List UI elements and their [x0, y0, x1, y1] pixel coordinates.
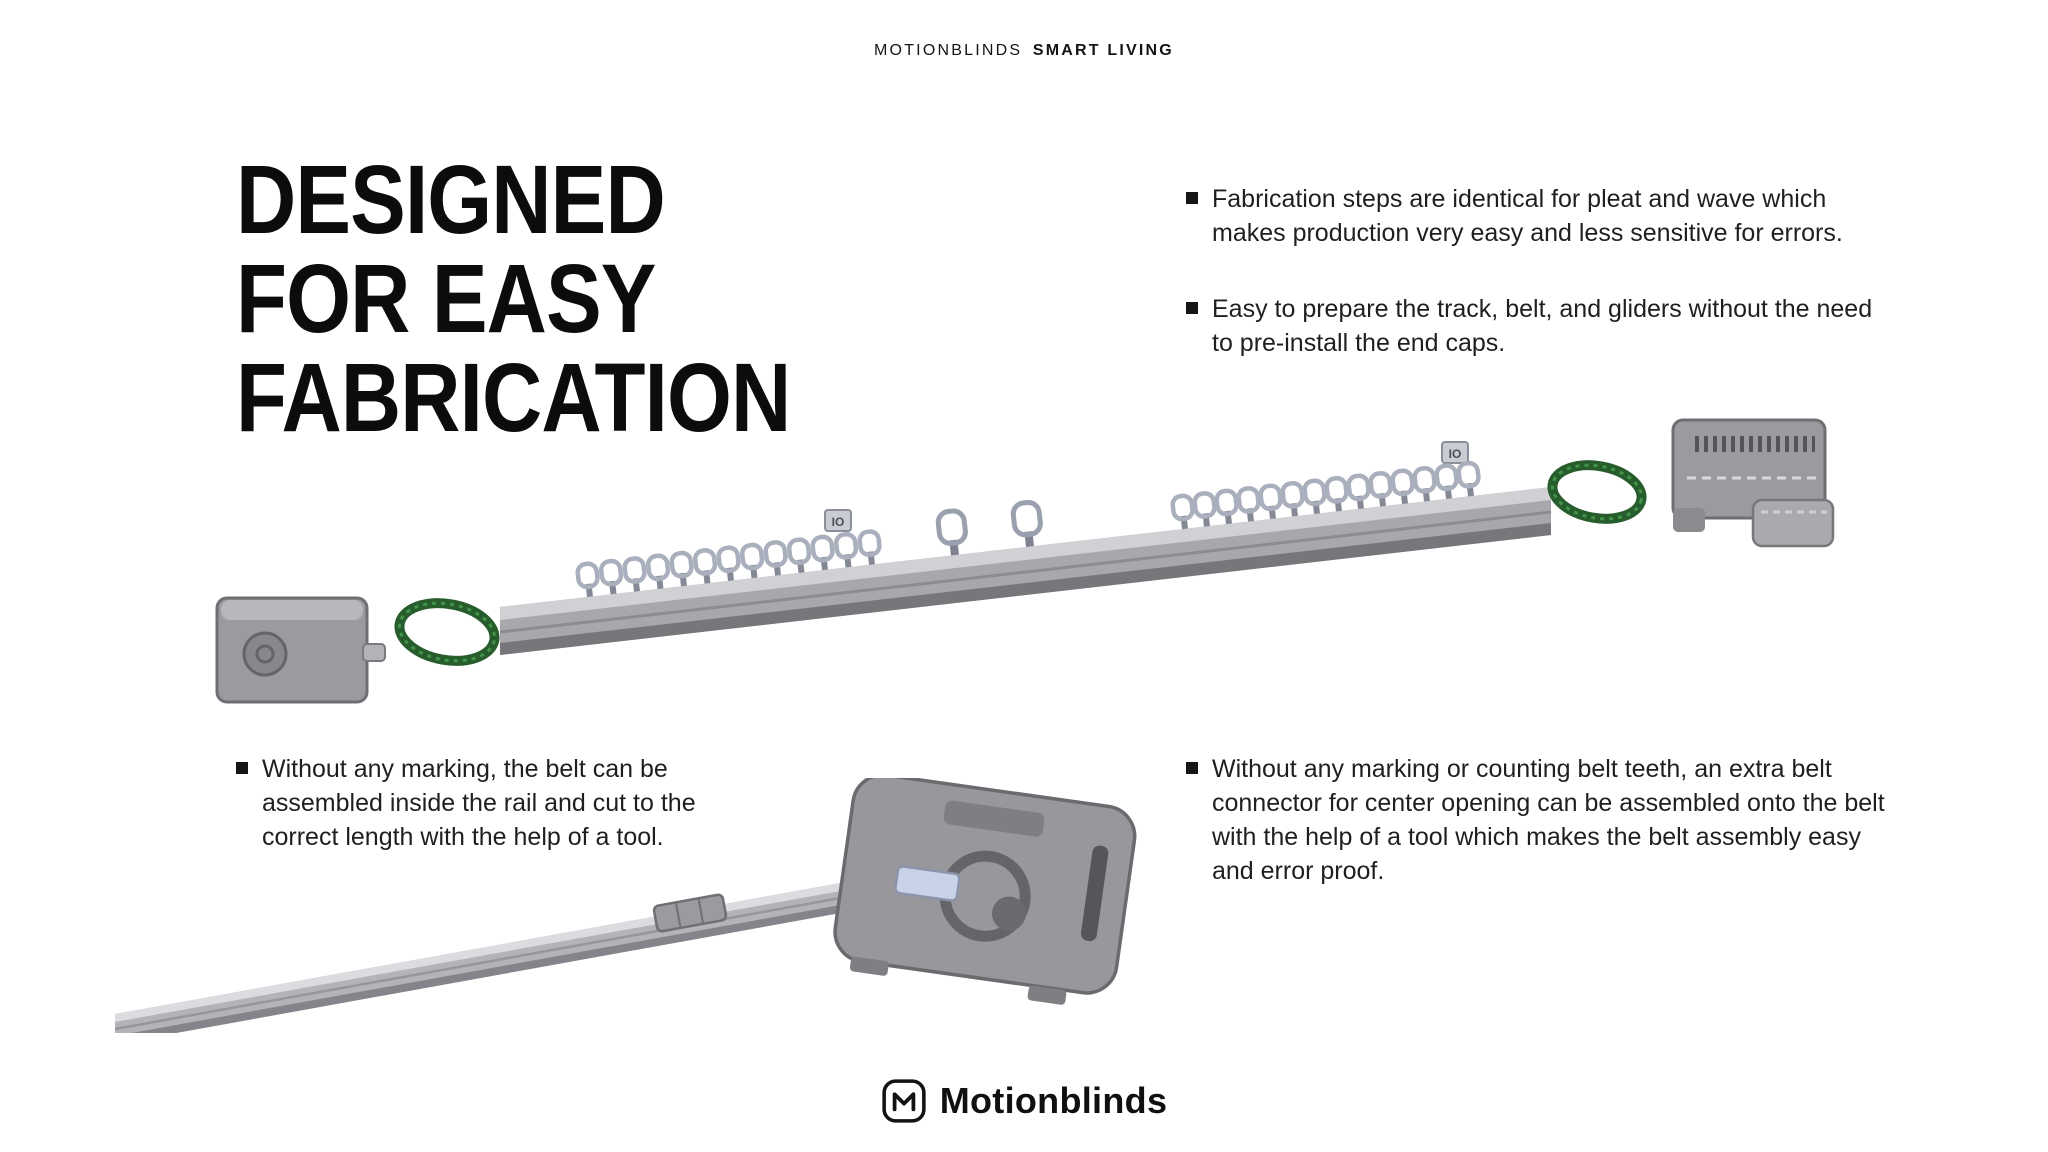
- bullet-text: Easy to prepare the track, belt, and gli…: [1212, 295, 1873, 357]
- glider-icon: [1282, 482, 1305, 517]
- glider-icon: [812, 536, 835, 571]
- bullet-text: Without any marking, the belt can be ass…: [262, 755, 696, 851]
- bullet-text: Fabrication steps are identical for plea…: [1212, 185, 1843, 247]
- slide-title: DESIGNED FOR EASY FABRICATION: [236, 145, 791, 452]
- glider-icon: [1260, 485, 1283, 520]
- end-cap-right: [1671, 418, 1835, 548]
- glider-icon: [1172, 495, 1195, 530]
- title-line-2: FOR EASY: [236, 244, 656, 353]
- belt-loop-right: [1547, 460, 1647, 524]
- top-right-bullet-list: Fabrication steps are identical for plea…: [1186, 182, 1886, 402]
- bullet-square-icon: [1186, 762, 1198, 774]
- curtain-track-assembly-image: IO IO: [215, 418, 1835, 704]
- glider-icon: [741, 544, 764, 579]
- bullet-item: Without any marking, the belt can be ass…: [236, 752, 696, 854]
- brand-name: MOTIONBLINDS: [874, 42, 1023, 59]
- title-line-3: FABRICATION: [236, 343, 791, 452]
- glider-icon: [624, 558, 647, 593]
- belt-assembly-tool-image: [115, 778, 1137, 1033]
- bottom-right-bullet-list: Without any marking or counting belt tee…: [1186, 752, 1886, 930]
- bullet-item: Without any marking or counting belt tee…: [1186, 752, 1886, 888]
- glider-icon: [1216, 490, 1239, 525]
- bullet-item: Easy to prepare the track, belt, and gli…: [1186, 292, 1886, 360]
- end-cap-left: [215, 596, 386, 704]
- glider-icon: [788, 539, 811, 574]
- bottom-left-bullet-list: Without any marking, the belt can be ass…: [236, 752, 696, 896]
- footer-logo: Motionblinds: [0, 1078, 2048, 1124]
- belt-connector-icon: [1012, 501, 1043, 548]
- glider-icon: [835, 533, 858, 568]
- belt-connector-icon: [937, 510, 968, 557]
- glider-icon: [1348, 475, 1371, 510]
- io-tag: IO: [1441, 441, 1469, 464]
- glider-icon: [1370, 472, 1393, 507]
- title-line-1: DESIGNED: [236, 145, 666, 254]
- belt-loop-left: [394, 598, 500, 666]
- io-tag-label: IO: [832, 515, 845, 529]
- glider-icon: [1194, 492, 1217, 527]
- belt-connector-block: [652, 893, 728, 933]
- glider-icon: [1436, 465, 1459, 500]
- glider-icon: [1326, 477, 1349, 512]
- glider-icon: [765, 541, 788, 576]
- glider-icon: [671, 552, 694, 587]
- glider-icon: [859, 531, 882, 566]
- bullet-square-icon: [236, 762, 248, 774]
- glider-icon: [577, 563, 600, 598]
- motionblinds-logo-icon: [882, 1079, 926, 1123]
- assembly-tool: [833, 778, 1137, 1005]
- glider-icon: [1304, 480, 1327, 515]
- glider-icon: [1458, 462, 1481, 497]
- io-tag-label: IO: [1449, 447, 1462, 461]
- bullet-square-icon: [1186, 192, 1198, 204]
- glider-icon: [600, 560, 623, 595]
- top-brand-line: MOTIONBLINDS SMART LIVING: [0, 42, 2048, 60]
- glider-icon: [1392, 470, 1415, 505]
- bullet-square-icon: [1186, 302, 1198, 314]
- rail-with-belt: [115, 880, 858, 1033]
- glider-icon: [647, 555, 670, 590]
- brand-tagline: SMART LIVING: [1032, 42, 1174, 59]
- bullet-text: Without any marking or counting belt tee…: [1212, 755, 1885, 885]
- glider-icon: [718, 547, 741, 582]
- glider-icon: [694, 549, 717, 584]
- io-tag: IO: [824, 509, 852, 532]
- motionblinds-logo-text: Motionblinds: [939, 1080, 1168, 1121]
- glider-icon: [1238, 487, 1261, 522]
- bullet-item: Fabrication steps are identical for plea…: [1186, 182, 1886, 250]
- curtain-rail: [499, 487, 1552, 655]
- glider-icon: [1414, 467, 1437, 502]
